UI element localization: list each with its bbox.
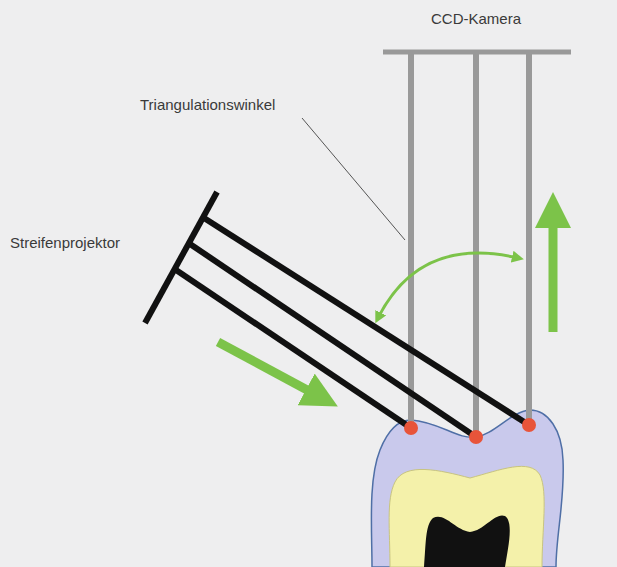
camera-ray [408,52,414,428]
angle-arc [378,253,518,318]
camera-ray [473,52,479,437]
camera-label: CCD-Kamera [431,10,521,28]
measure-point [522,418,536,432]
angle-label: Triangulationswinkel [140,96,275,114]
projector-ray [190,244,476,437]
tooth-pulp [424,515,510,567]
measure-point [469,430,483,444]
projector-label: Streifenprojektor [10,234,120,252]
leader-line [302,118,405,240]
camera-ray [526,52,532,425]
projector-ray [176,270,411,428]
view-direction-arrow [549,210,558,332]
measure-point [404,421,418,435]
light-direction-arrow [218,342,322,398]
tooth-dentin [389,466,544,567]
